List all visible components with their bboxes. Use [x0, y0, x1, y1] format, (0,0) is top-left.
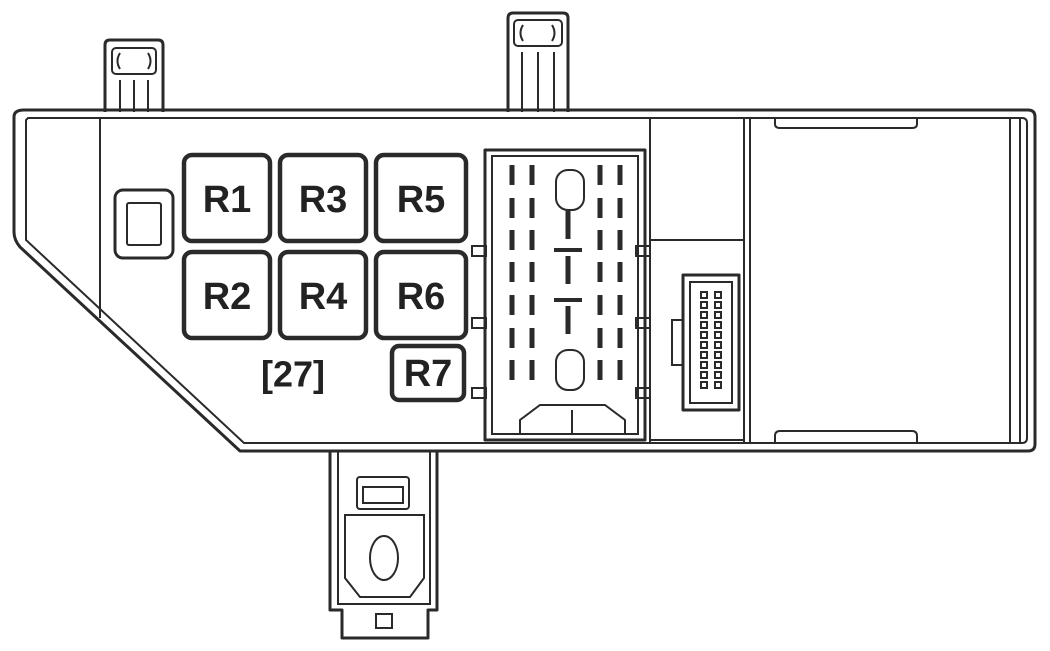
multi-pin-contact [700, 371, 708, 379]
relay-r6-label: R6 [397, 276, 446, 318]
connector-pin [597, 360, 603, 380]
multi-pin-contact [714, 291, 722, 299]
connector-pin [597, 198, 603, 218]
connector-pin [597, 295, 603, 315]
connector-pin [597, 262, 603, 282]
connector-pin [529, 198, 535, 218]
connector-pin [509, 328, 515, 348]
connector-bar [554, 298, 582, 302]
relay-r5-label: R5 [397, 179, 446, 221]
relay-r7: R7 [389, 343, 467, 403]
relay-r2: R2 [181, 249, 273, 341]
multi-pin-contact [714, 301, 722, 309]
multi-pin-contact [700, 291, 708, 299]
multi-pin-contact [700, 361, 708, 369]
relay-r4: R4 [277, 249, 369, 341]
connector-pin [617, 198, 623, 218]
multi-pin-contact [714, 351, 722, 359]
multi-pin-contact [700, 321, 708, 329]
connector-pin [529, 295, 535, 315]
mounting-tab-top-left [103, 38, 165, 112]
multi-pin-contact [714, 321, 722, 329]
connector-pin [617, 230, 623, 250]
multi-pin-contact [714, 381, 722, 389]
multi-pin-contact [700, 311, 708, 319]
relay-r3: R3 [277, 152, 369, 244]
connector-pin [509, 360, 515, 380]
multi-pin-contact [700, 301, 708, 309]
mounting-tab-top-middle [506, 11, 570, 112]
relay-r1: R1 [181, 152, 273, 244]
connector-pin [565, 256, 571, 284]
relay-r1-label: R1 [203, 179, 252, 221]
connector-pins [509, 165, 623, 380]
connector-pin [565, 306, 571, 334]
connector-pin [509, 262, 515, 282]
connector-pin [617, 360, 623, 380]
multi-pin-contact [714, 331, 722, 339]
fuse-27-label: [27] [261, 354, 325, 395]
small-square-socket [113, 188, 175, 260]
connector-pin [509, 295, 515, 315]
relay-r3-label: R3 [299, 179, 348, 221]
connector-pin [597, 165, 603, 185]
connector-pin [617, 262, 623, 282]
relay-r5: R5 [373, 152, 469, 244]
relay-r7-label: R7 [404, 353, 453, 395]
connector-pin [617, 165, 623, 185]
relay-r6: R6 [373, 249, 469, 341]
connector-pin [565, 211, 571, 239]
central-connector-block [471, 148, 651, 442]
multi-pin-contact [700, 351, 708, 359]
multi-pin-contact [714, 361, 722, 369]
connector-pin [509, 230, 515, 250]
connector-pin [529, 230, 535, 250]
connector-pin [529, 165, 535, 185]
multi-pin-contact [700, 381, 708, 389]
multi-pin-contacts [700, 291, 722, 389]
connector-bar [554, 248, 582, 252]
relay-r4-label: R4 [299, 276, 348, 318]
connector-pin [597, 230, 603, 250]
connector-pin [509, 165, 515, 185]
relay-r2-label: R2 [203, 276, 252, 318]
multi-pin-contact [700, 341, 708, 349]
connector-pin [509, 198, 515, 218]
multi-pin-contact [714, 371, 722, 379]
multi-pin-contact [714, 341, 722, 349]
connector-pin [617, 295, 623, 315]
multi-pin-contact [714, 311, 722, 319]
connector-pin [529, 360, 535, 380]
multi-pin-connector [671, 273, 741, 412]
multi-pin-contact [700, 331, 708, 339]
connector-pin [617, 328, 623, 348]
mounting-bracket-bottom [328, 451, 439, 640]
connector-pin [597, 328, 603, 348]
connector-pin [529, 262, 535, 282]
connector-pin [529, 328, 535, 348]
fuse-box-housing [12, 108, 1037, 453]
